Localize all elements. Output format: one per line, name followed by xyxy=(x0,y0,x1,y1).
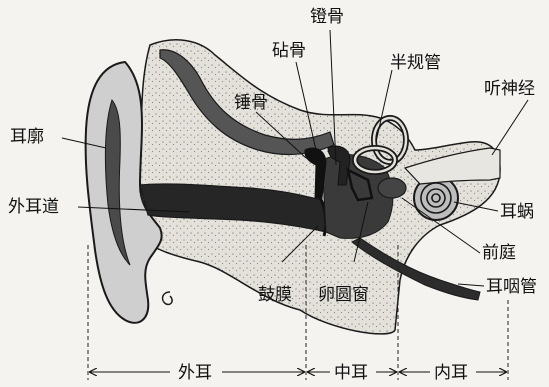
region-outer-ear: 外耳 xyxy=(178,363,212,383)
label-cochlea: 耳蜗 xyxy=(500,202,534,222)
earlobe-fold xyxy=(163,292,173,304)
label-auricle: 耳廓 xyxy=(10,127,44,147)
label-oval-window: 卵圆窗 xyxy=(318,285,369,305)
label-stapes: 镫骨 xyxy=(310,7,344,27)
region-inner-ear: 内耳 xyxy=(434,363,468,383)
region-middle-ear: 中耳 xyxy=(334,363,368,383)
label-eardrum: 鼓膜 xyxy=(258,285,292,305)
label-incus: 砧骨 xyxy=(272,41,306,61)
label-eustachian-tube: 耳咽管 xyxy=(486,277,537,297)
label-auditory-nerve: 听神经 xyxy=(484,79,535,99)
label-ear-canal: 外耳道 xyxy=(8,197,59,217)
label-malleus: 锤骨 xyxy=(234,93,268,113)
label-semicircular-canals: 半规管 xyxy=(390,53,441,73)
vestibule-shape xyxy=(378,178,406,198)
label-vestibule: 前庭 xyxy=(482,243,516,263)
